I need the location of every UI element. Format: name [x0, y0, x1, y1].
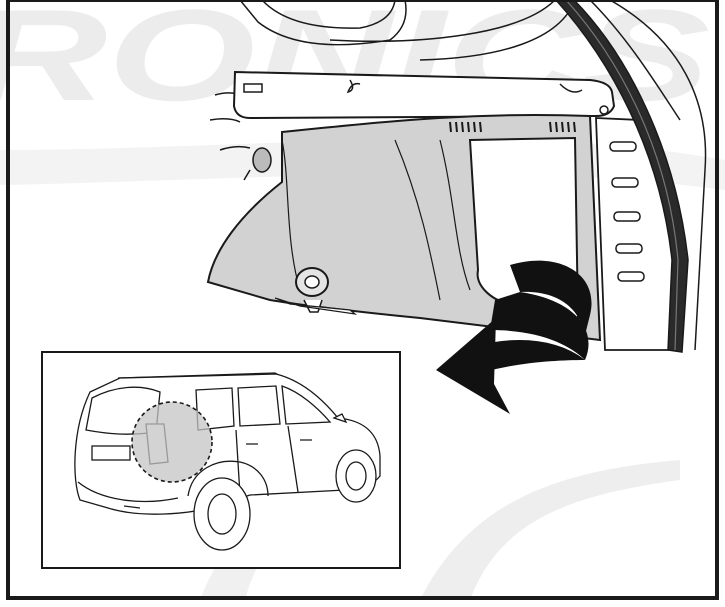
shelf-bracket-slot-left: [243, 83, 263, 93]
wall-left-wire-3: [219, 145, 251, 151]
vehicle-rear-bumper: [77, 481, 179, 503]
vehicle-door-lines: [235, 425, 299, 496]
shelf-hook-right: [559, 83, 583, 93]
shelf-hook-mid: [346, 79, 361, 94]
vehicle-exhaust: [123, 505, 141, 509]
wall-clip-left: [243, 147, 272, 181]
arrow-band-back: [510, 260, 592, 335]
side-trim-contour-2: [439, 139, 471, 291]
shelf-bracket-body: [232, 70, 616, 120]
hatch-inner-line: [261, 0, 396, 29]
arrow-shaft: [480, 340, 585, 372]
arrow-band-front: [490, 292, 589, 360]
vehicle-rear-wheel-hub: [207, 493, 237, 535]
vent-slots-left: [449, 121, 482, 133]
hatch-upper-outline: [239, 0, 407, 46]
vehicle-front-wheel-hub: [345, 461, 367, 491]
body-right-edge: [609, 0, 707, 351]
door-seal-inner: [565, 0, 679, 351]
watermark-swoosh-bottom: [420, 460, 680, 600]
vehicle-door-handles: [246, 439, 312, 445]
inset-callout-highlight: [131, 401, 213, 483]
vehicle-rear-wheel: [193, 477, 251, 551]
shelf-bracket: [232, 70, 616, 120]
wall-right-line: [589, 0, 681, 121]
wall-top-curve: [329, 0, 556, 42]
wall-left-wire-2: [209, 117, 241, 123]
page-frame: [6, 0, 719, 600]
door-seal-strip: [554, 0, 689, 353]
vehicle-license-plate: [91, 445, 131, 461]
side-trim-panel: [206, 113, 602, 342]
vehicle-mirror: [332, 413, 348, 424]
vehicle-side-window-3: [281, 385, 332, 425]
tailgate-pillar: [554, 0, 707, 353]
arrow-head: [436, 318, 510, 414]
removal-arrow: [436, 260, 592, 414]
panel-bottom-edge: [274, 297, 358, 315]
vehicle-side-window-2: [237, 385, 281, 427]
side-trim-contour-1: [394, 139, 441, 301]
shelf-screw: [599, 105, 609, 115]
side-trim-contour-3: [281, 139, 301, 291]
vent-slots-right: [549, 121, 576, 133]
vehicle-wheel-arch: [187, 460, 269, 497]
vehicle-front-wheel: [335, 449, 377, 503]
vehicle-inset: [41, 351, 401, 569]
pillar-slots: [609, 141, 645, 282]
